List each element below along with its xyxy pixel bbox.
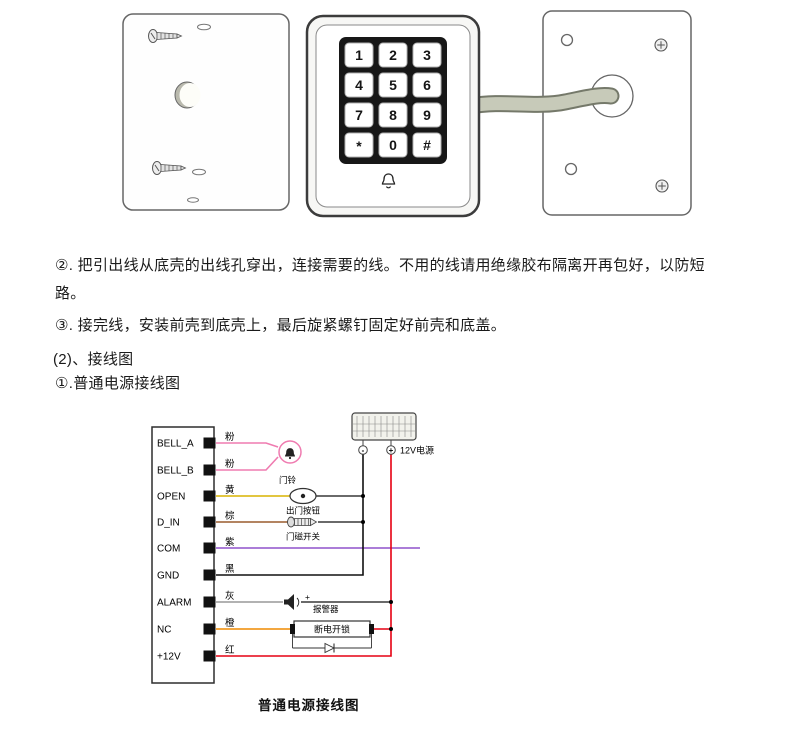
mounting-plate-illustration	[542, 10, 692, 216]
power-positive-terminal: +	[389, 446, 394, 455]
wire-12v	[216, 454, 392, 657]
terminal-pin	[203, 542, 216, 554]
instruction-step-2: ②. 把引出线从底壳的出线孔穿出，连接需要的线。不用的线请用绝缘胶布隔离开再包好…	[55, 257, 705, 302]
cable-illustration	[461, 87, 620, 115]
slot-hole	[197, 23, 211, 31]
keypad-key: 5	[389, 77, 397, 93]
wire-color-label: 橙	[225, 617, 235, 629]
keypad-key: #	[423, 137, 431, 153]
terminal-label: ALARM	[157, 598, 191, 609]
keypad-key: 4	[355, 77, 363, 93]
subsection-heading: ①.普通电源接线图	[55, 375, 181, 392]
door-sensor-symbol	[287, 516, 318, 528]
instruction-step-3: ③. 接完线，安装前壳到底壳上，最后旋紧螺钉固定好前壳和底盖。	[55, 317, 507, 334]
wire-color-label: 黄	[225, 484, 235, 496]
wire-color-label: 灰	[225, 590, 235, 602]
terminal-label: BELL_A	[157, 439, 194, 450]
lock-label: 断电开锁	[314, 624, 350, 635]
lock-symbol	[290, 620, 374, 654]
junction-dot	[389, 627, 393, 631]
keypad-panel	[339, 37, 447, 164]
wire-color-label: 黑	[225, 564, 235, 575]
keypad-key: 7	[355, 107, 363, 123]
diode-icon	[324, 642, 336, 654]
screw-hole	[560, 33, 574, 47]
keypad-key: 9	[423, 107, 431, 123]
junction-dot	[389, 600, 393, 604]
terminal-pin	[203, 650, 216, 662]
junction-dot	[361, 520, 365, 524]
screw-hole	[564, 162, 578, 176]
wire-color-label: 粉	[225, 458, 235, 470]
terminal-pin	[203, 623, 216, 635]
terminal-label: D_IN	[157, 518, 180, 529]
terminal-pin	[203, 596, 216, 608]
alarm-label: 报警器	[313, 604, 339, 614]
terminal-label: BELL_B	[157, 466, 194, 477]
doorbell-label: 门铃	[279, 475, 297, 485]
keypad-device-illustration: 1 2 3 4 5 6 7 8 9 * 0 #	[305, 14, 481, 218]
keypad-key: *	[356, 138, 362, 154]
keypad-key: 1	[355, 47, 363, 63]
section-heading: (2)、接线图	[53, 351, 134, 368]
wire-bell-b	[216, 456, 279, 471]
terminal-pin	[203, 490, 216, 502]
exit-button-label: 出门按钮	[286, 506, 321, 516]
terminal-label: COM	[157, 544, 180, 555]
slot-hole	[192, 168, 206, 176]
junction-dot	[361, 494, 365, 498]
alarm-plus-label: +	[305, 592, 310, 602]
alarm-speaker-symbol	[284, 594, 300, 610]
wire-color-label: 紫	[225, 537, 235, 548]
keypad-key: 6	[423, 77, 431, 93]
terminal-pin	[203, 516, 216, 528]
back-plate-illustration	[122, 13, 290, 211]
terminal-pin	[203, 437, 216, 449]
keypad-key: 3	[423, 47, 431, 63]
exit-button-symbol	[289, 487, 317, 505]
keypad-key: 0	[389, 137, 397, 153]
power-label: 12V电源	[400, 445, 434, 456]
terminal-pin	[203, 569, 216, 581]
wire-color-label: 红	[225, 644, 235, 656]
diagram-caption: 普通电源接线图	[258, 698, 360, 713]
power-supply-symbol	[351, 412, 417, 455]
wiring-diagram: BELL_A BELL_B OPEN D_IN COM GND ALARM NC…	[151, 412, 434, 684]
door-sensor-label: 门磁开关	[286, 532, 321, 542]
cable-hole-highlight	[179, 83, 201, 107]
terminal-pin	[203, 464, 216, 476]
power-negative-terminal: -	[362, 446, 365, 455]
keypad-key: 2	[389, 47, 397, 63]
slot-hole	[187, 197, 199, 203]
cross-screw-icon	[655, 179, 669, 193]
wire-color-label: 棕	[225, 510, 235, 522]
keypad-key: 8	[389, 107, 397, 123]
wire-color-label: 粉	[225, 431, 235, 443]
cross-screw-icon	[654, 38, 668, 52]
wire-bell-a	[216, 442, 279, 448]
terminal-label: +12V	[157, 652, 181, 663]
terminal-label: NC	[157, 625, 171, 636]
terminal-label: GND	[157, 571, 179, 582]
doorbell-icon	[381, 173, 396, 189]
terminal-label: OPEN	[157, 492, 185, 503]
doorbell-symbol	[278, 440, 302, 464]
